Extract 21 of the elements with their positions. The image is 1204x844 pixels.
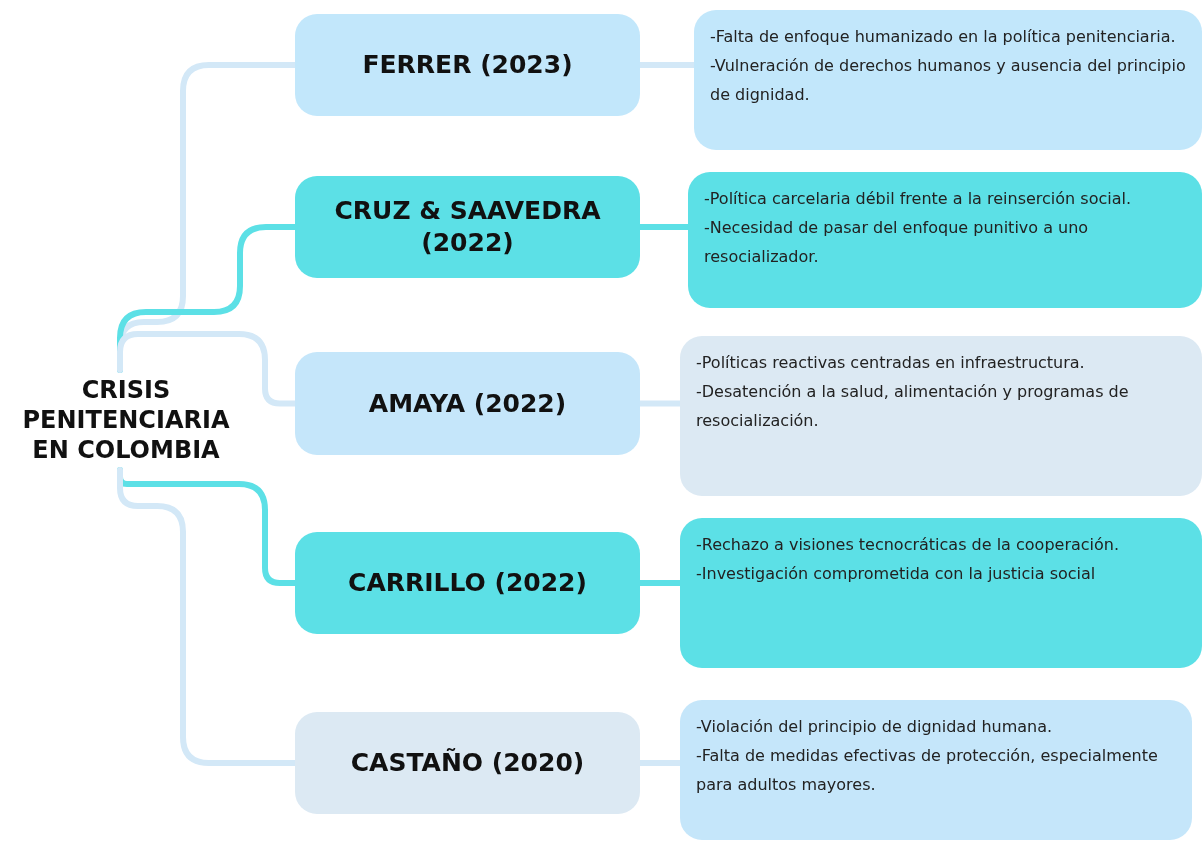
bullet-text: -Desatención a la salud, alimentación y programas de resocialización. bbox=[696, 381, 1130, 432]
bullet-text: -Vulneración de derechos humanos y ausencia del principio de dignidad. bbox=[710, 55, 1186, 106]
author-box: FERRER (2023) bbox=[295, 14, 640, 116]
description-card bbox=[680, 518, 1202, 668]
bullet-text: -Violación del principio de dignidad humana. bbox=[696, 716, 1054, 738]
bullet-text: -Necesidad de pasar del enfoque punitivo a uno resocializador. bbox=[704, 217, 1090, 268]
description-card bbox=[688, 172, 1202, 308]
description-card bbox=[694, 10, 1202, 150]
bullet-text: -Falta de enfoque humanizado en la política penitenciaria. bbox=[710, 26, 1177, 48]
bullet-text: -Políticas reactivas centradas en infraestructura. bbox=[696, 352, 1086, 374]
bullet-text: -Rechazo a visiones tecnocráticas de la cooperación. bbox=[696, 534, 1120, 556]
description-card bbox=[680, 336, 1202, 496]
bullet-text: -Falta de medidas efectivas de protección, especialmente para adultos mayores. bbox=[696, 745, 1159, 796]
bullet-text: -Investigación comprometida con la justicia social bbox=[696, 563, 1097, 585]
author-box: CARRILLO (2022) bbox=[295, 532, 640, 634]
author-box: AMAYA (2022) bbox=[295, 352, 640, 455]
bullet-text: -Política carcelaria débil frente a la reinserción social. bbox=[704, 188, 1132, 210]
author-box: CRUZ & SAAVEDRA (2022) bbox=[295, 176, 640, 278]
description-card bbox=[680, 700, 1192, 840]
topic-text: CRISIS PENITENCIARIA EN COLOMBIA bbox=[8, 370, 244, 470]
author-box: CASTAÑO (2020) bbox=[295, 712, 640, 814]
